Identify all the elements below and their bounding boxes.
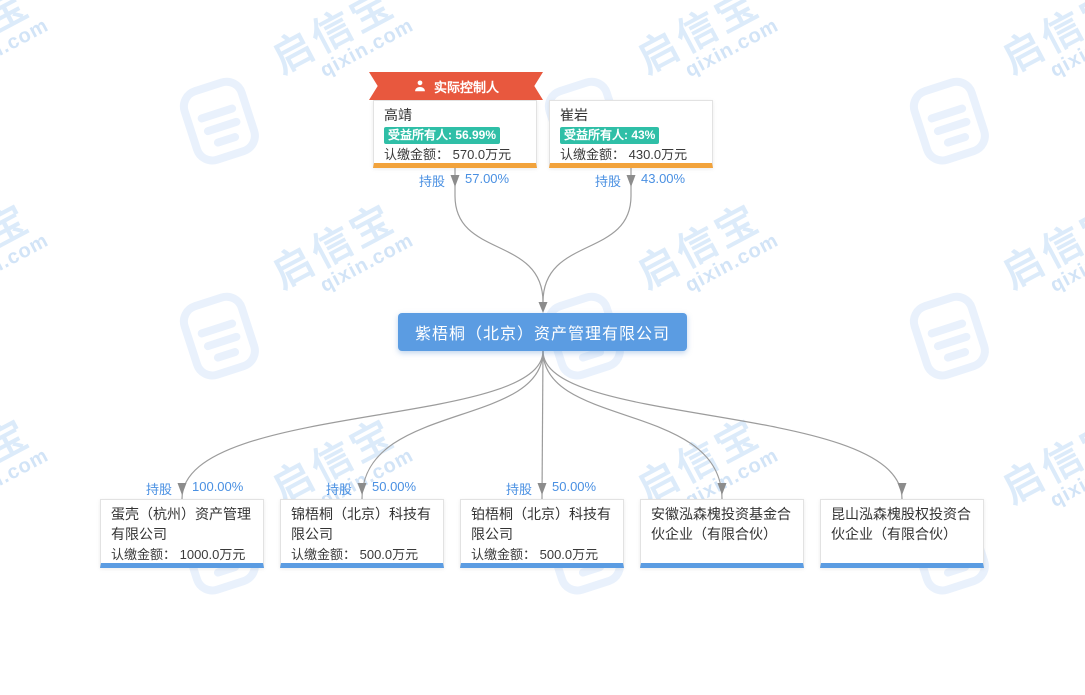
share-percent: 57.00% [465, 171, 510, 186]
investment-name: 锦梧桐（北京）科技有限公司 [291, 506, 431, 542]
root-company-name: 紫梧桐（北京）资产管理有限公司 [414, 326, 670, 343]
investment-card[interactable]: 安徽泓森槐投资基金合伙企业（有限合伙） [640, 499, 804, 568]
investment-card[interactable]: 蛋壳（杭州）资产管理有限公司 认缴金额： 1000.0万元 [100, 499, 264, 568]
share-label: 持股 [594, 174, 621, 189]
share-percent: 50.00% [552, 479, 597, 494]
shareholder-card[interactable]: 实际控制人 高靖 受益所有人: 56.99% 认缴金额： 570.0万元 [369, 72, 543, 168]
shareholder-name: 高靖 [384, 107, 412, 123]
arrow-down-icon [626, 175, 636, 187]
subscribed-amount: 认缴金额： 570.0万元 [384, 147, 512, 162]
subscribed-amount: 认缴金额： 1000.0万元 [111, 547, 246, 562]
arrow-down-icon [897, 483, 907, 495]
root-company-node[interactable]: 紫梧桐（北京）资产管理有限公司 [398, 313, 687, 351]
subscribed-amount: 认缴金额： 430.0万元 [560, 147, 688, 162]
investment-card[interactable]: 锦梧桐（北京）科技有限公司 认缴金额： 500.0万元 [280, 499, 444, 568]
share-label: 持股 [418, 174, 445, 189]
arrow-down-icon [450, 175, 460, 187]
share-label: 持股 [325, 482, 352, 497]
arrow-down-icon [717, 483, 727, 495]
arrow-down-icon [177, 483, 187, 495]
investment-name: 昆山泓森槐股权投资合伙企业（有限合伙） [831, 506, 971, 542]
shareholder-card[interactable]: 崔岩 受益所有人: 43% 认缴金额： 430.0万元 [549, 100, 713, 168]
arrow-down-icon [537, 483, 547, 495]
subscribed-amount: 认缴金额： 500.0万元 [471, 547, 599, 562]
share-percent: 50.00% [372, 479, 417, 494]
subscribed-amount: 认缴金额： 500.0万元 [291, 547, 419, 562]
investment-card[interactable]: 铂梧桐（北京）科技有限公司 认缴金额： 500.0万元 [460, 499, 624, 568]
arrow-down-icon [538, 302, 548, 313]
actual-controller-label: 实际控制人 [433, 79, 499, 95]
beneficial-owner-badge: 受益所有人: 56.99% [384, 127, 501, 144]
shareholder-name: 崔岩 [560, 107, 588, 123]
actual-controller-ribbon: 实际控制人 [369, 72, 543, 100]
arrow-down-icon [357, 483, 367, 495]
share-percent: 43.00% [641, 171, 686, 186]
investment-name: 安徽泓森槐投资基金合伙企业（有限合伙） [651, 506, 791, 542]
beneficial-owner-badge: 受益所有人: 43% [560, 127, 660, 144]
share-percent: 100.00% [192, 479, 244, 494]
share-label: 持股 [145, 482, 172, 497]
investment-card[interactable]: 昆山泓森槐股权投资合伙企业（有限合伙） [820, 499, 984, 568]
investment-name: 蛋壳（杭州）资产管理有限公司 [111, 506, 251, 542]
person-icon [415, 80, 425, 92]
investment-name: 铂梧桐（北京）科技有限公司 [471, 506, 611, 542]
share-label: 持股 [505, 482, 532, 497]
